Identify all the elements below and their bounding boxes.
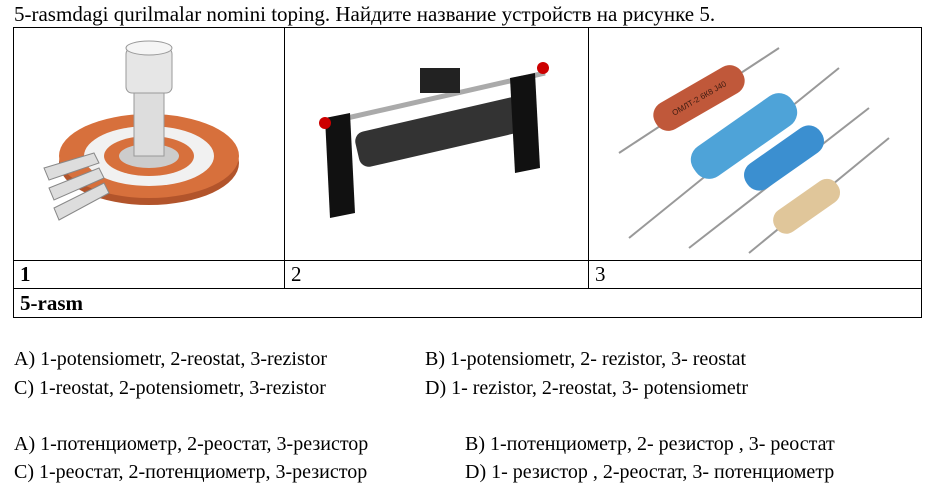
option-ru-d[interactable]: D) 1- резистор , 2-реостат, 3- потенциом… <box>465 461 835 483</box>
option-ru-a[interactable]: A) 1-потенциометр, 2-реостат, 3-резистор <box>14 433 369 455</box>
resistors-image: ОМЛТ-2 6К8 J40 <box>588 27 922 261</box>
option-uz-d[interactable]: D) 1- rezistor, 2-reostat, 3- potensiome… <box>425 377 748 399</box>
figure-table: ОМЛТ-2 6К8 J40 1 2 3 5-rasm <box>13 27 922 318</box>
option-ru-b[interactable]: B) 1-потенциометр, 2- резистор , 3- реос… <box>465 433 835 455</box>
figure-label-1: 1 <box>13 260 285 289</box>
potentiometer-image <box>13 27 285 261</box>
figure-label-2: 2 <box>284 260 589 289</box>
rheostat-image <box>284 27 589 261</box>
option-uz-a[interactable]: A) 1-potensiometr, 2-reostat, 3-rezistor <box>14 348 327 370</box>
figure-label-3: 3 <box>588 260 922 289</box>
question-title: 5-rasmdagi qurilmalar nomini toping. Най… <box>14 2 716 26</box>
figure-caption: 5-rasm <box>13 288 922 318</box>
option-uz-c[interactable]: C) 1-reostat, 2-potensiometr, 3-rezistor <box>14 377 326 399</box>
option-uz-b[interactable]: B) 1-potensiometr, 2- rezistor, 3- reost… <box>425 348 747 370</box>
option-ru-c[interactable]: C) 1-реостат, 2-потенциометр, 3-резистор <box>14 461 368 483</box>
